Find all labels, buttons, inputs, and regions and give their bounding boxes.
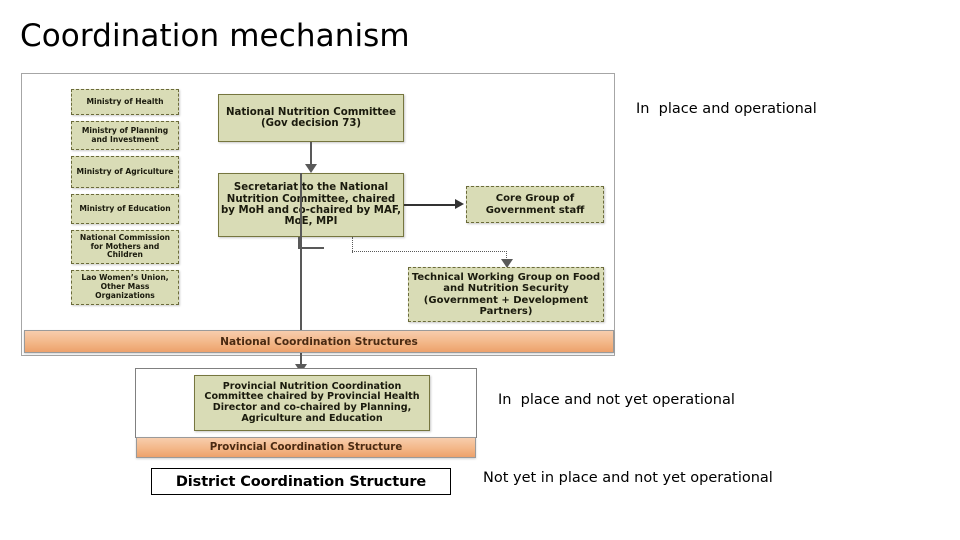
- connector-nnc-to-secretariat: [310, 142, 312, 166]
- arrow-head-down-icon: [305, 164, 317, 173]
- legend-in-place-and-operational: In place and operational: [636, 101, 817, 117]
- connector-secretariat-to-provincial-segment-3: [300, 173, 302, 369]
- node-provincial-nutrition-coordination-committee: Provincial Nutrition Coordination Commit…: [194, 375, 430, 431]
- page-title: Coordination mechanism: [20, 18, 410, 54]
- node-secretariat: Secretariat to the National Nutrition Co…: [218, 173, 404, 237]
- band-provincial-coordination-structure: Provincial Coordination Structure: [136, 437, 476, 458]
- list-item: Ministry of Education: [71, 194, 179, 224]
- arrow-head-down-icon: [501, 259, 513, 268]
- connector-secretariat-to-core-group: [404, 204, 458, 206]
- node-national-nutrition-committee: National Nutrition Committee (Gov decisi…: [218, 94, 404, 142]
- node-core-group: Core Group of Government staff: [466, 186, 604, 223]
- connector-secretariat-to-provincial-segment-1: [298, 237, 300, 249]
- node-district-coordination-structure: District Coordination Structure: [151, 468, 451, 495]
- legend-in-place-not-yet-operational: In place and not yet operational: [498, 392, 735, 408]
- connector-secretariat-to-twg-segment-1: [352, 237, 353, 253]
- arrow-head-right-icon: [455, 199, 464, 209]
- list-item: National Commission for Mothers and Chil…: [71, 230, 179, 264]
- connector-secretariat-to-twg-segment-2: [352, 251, 507, 252]
- legend-not-yet-in-place-not-yet-operational: Not yet in place and not yet operational: [483, 470, 773, 486]
- national-coordination-panel: Ministry of Health Ministry of Planning …: [21, 73, 615, 356]
- list-item: Ministry of Planning and Investment: [71, 121, 179, 150]
- connector-secretariat-to-twg-segment-3: [506, 251, 507, 262]
- list-item: Lao Women’s Union, Other Mass Organizati…: [71, 270, 179, 305]
- connector-secretariat-to-provincial-segment-2: [298, 247, 324, 249]
- band-national-coordination-structures: National Coordination Structures: [24, 330, 614, 353]
- list-item: Ministry of Agriculture: [71, 156, 179, 188]
- list-item: Ministry of Health: [71, 89, 179, 115]
- node-technical-working-group: Technical Working Group on Food and Nutr…: [408, 267, 604, 322]
- ministry-list: Ministry of Health Ministry of Planning …: [71, 89, 179, 311]
